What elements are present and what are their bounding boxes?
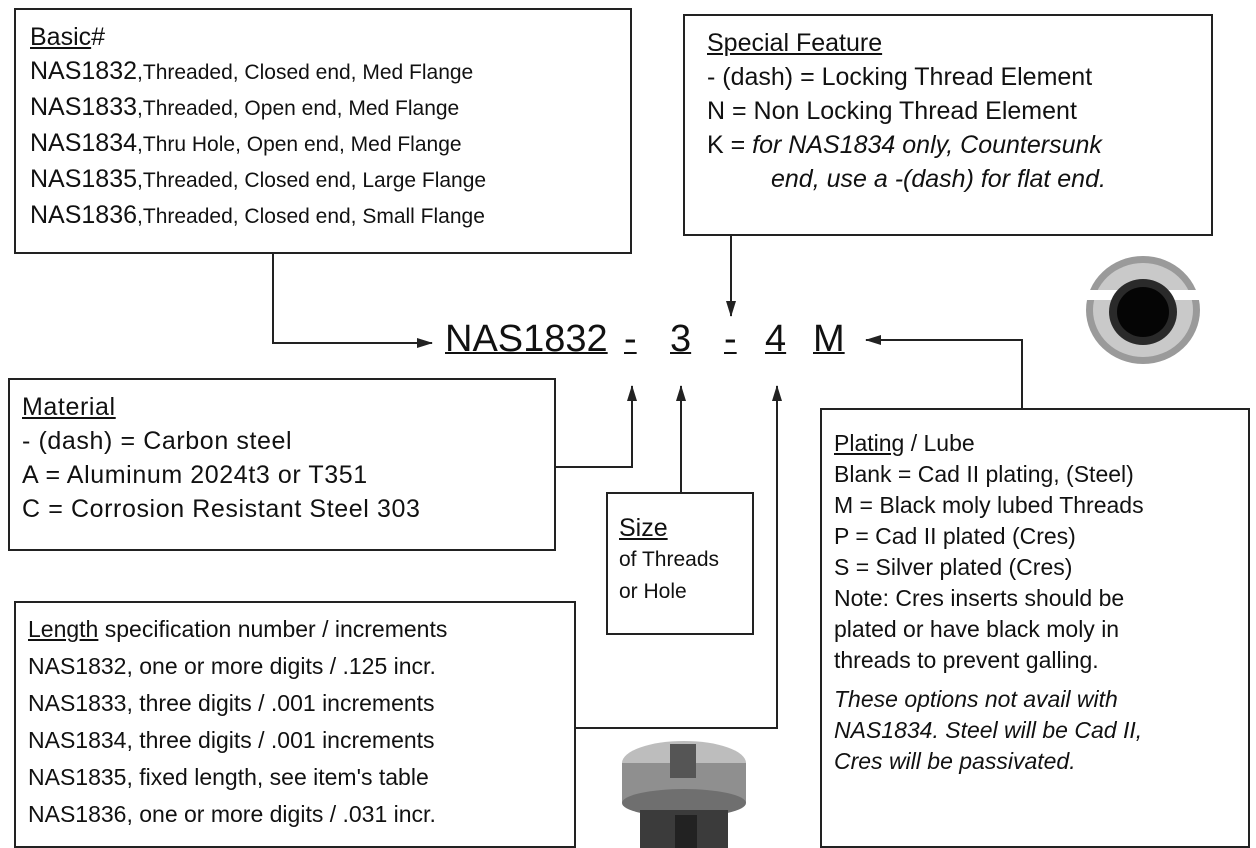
basic-item-desc: ,Thru Hole, Open end, Med Flange bbox=[137, 133, 462, 156]
code-size: 3 bbox=[670, 318, 692, 360]
material-title: Material bbox=[22, 393, 116, 421]
arrow-material bbox=[556, 385, 637, 468]
basic-item-code: NAS1832 bbox=[30, 57, 138, 85]
plating-title-rest: / Lube bbox=[904, 430, 975, 456]
basic-item-code: NAS1834 bbox=[30, 129, 138, 157]
plating-line: plated or have black moly in bbox=[834, 616, 1120, 642]
material-box: Material - (dash) = Carbon steel A = Alu… bbox=[8, 378, 556, 551]
basic-item: NAS1832,Threaded, Closed end, Med Flange bbox=[30, 54, 630, 90]
code-plating: M bbox=[813, 318, 845, 360]
plating-line: S = Silver plated (Cres) bbox=[834, 554, 1073, 580]
basic-item: NAS1836,Threaded, Closed end, Small Flan… bbox=[30, 198, 630, 234]
plating-note: NAS1834. Steel will be Cad II, bbox=[834, 717, 1143, 743]
material-line: A = Aluminum 2024t3 or T351 bbox=[22, 461, 368, 489]
plating-box: Plating / Lube Blank = Cad II plating, (… bbox=[820, 408, 1250, 848]
basic-title-suffix: # bbox=[91, 23, 106, 51]
code-base: NAS1832 bbox=[445, 318, 608, 360]
basic-title: Basic# bbox=[30, 20, 630, 54]
insert-top-photo bbox=[1086, 256, 1200, 364]
size-line: or Hole bbox=[619, 580, 687, 603]
basic-box: Basic# NAS1832,Threaded, Closed end, Med… bbox=[14, 8, 632, 254]
special-k-text-cont: end, use a -(dash) for flat end. bbox=[771, 165, 1106, 193]
plating-title-label: Plating bbox=[834, 430, 905, 456]
special-k-line: K = for NAS1834 only, Countersunk bbox=[707, 128, 1211, 162]
arrow-length bbox=[576, 385, 782, 729]
size-title: Size bbox=[619, 514, 668, 542]
basic-item-code: NAS1833 bbox=[30, 93, 138, 121]
basic-item-desc: ,Threaded, Closed end, Med Flange bbox=[137, 61, 474, 84]
basic-item-desc: ,Threaded, Open end, Med Flange bbox=[137, 97, 460, 120]
length-title: Length specification number / increments bbox=[28, 611, 574, 648]
basic-item-desc: ,Threaded, Closed end, Large Flange bbox=[137, 169, 487, 192]
plating-note: These options not avail with bbox=[834, 686, 1118, 712]
special-line: - (dash) = Locking Thread Element bbox=[707, 63, 1093, 91]
insert-side-photo bbox=[622, 741, 746, 848]
plating-line: Note: Cres inserts should be bbox=[834, 585, 1125, 611]
length-line: NAS1836, one or more digits / .031 incr. bbox=[28, 801, 436, 827]
special-k-text: for NAS1834 only, Countersunk bbox=[752, 131, 1102, 159]
special-k-prefix: K = bbox=[707, 131, 753, 159]
plating-note: Cres will be passivated. bbox=[834, 748, 1076, 774]
basic-item: NAS1835,Threaded, Closed end, Large Flan… bbox=[30, 162, 630, 198]
length-line: NAS1833, three digits / .001 increments bbox=[28, 690, 435, 716]
basic-item-code: NAS1835 bbox=[30, 165, 138, 193]
size-line: of Threads bbox=[619, 548, 720, 571]
arrow-plating bbox=[865, 335, 1023, 408]
special-title: Special Feature bbox=[707, 29, 883, 57]
basic-title-label: Basic bbox=[30, 23, 92, 51]
basic-item: NAS1833,Threaded, Open end, Med Flange bbox=[30, 90, 630, 126]
material-line: - (dash) = Carbon steel bbox=[22, 427, 293, 455]
length-line: NAS1835, fixed length, see item's table bbox=[28, 764, 429, 790]
plating-line: P = Cad II plated (Cres) bbox=[834, 523, 1076, 549]
code-material-dash: - bbox=[624, 318, 637, 360]
length-line: NAS1834, three digits / .001 increments bbox=[28, 727, 435, 753]
plating-line: M = Black moly lubed Threads bbox=[834, 492, 1144, 518]
plating-line: Blank = Cad II plating, (Steel) bbox=[834, 461, 1134, 487]
plating-title: Plating / Lube bbox=[834, 428, 1248, 459]
length-title-label: Length bbox=[28, 616, 99, 642]
basic-item-code: NAS1836 bbox=[30, 201, 138, 229]
code-feature-dash: - bbox=[724, 318, 737, 360]
basic-item: NAS1834,Thru Hole, Open end, Med Flange bbox=[30, 126, 630, 162]
basic-item-desc: ,Threaded, Closed end, Small Flange bbox=[137, 205, 485, 228]
material-line: C = Corrosion Resistant Steel 303 bbox=[22, 495, 421, 523]
special-line: N = Non Locking Thread Element bbox=[707, 97, 1077, 125]
length-line: NAS1832, one or more digits / .125 incr. bbox=[28, 653, 436, 679]
length-title-rest: specification number / increments bbox=[98, 616, 448, 642]
code-length: 4 bbox=[765, 318, 787, 360]
size-box: Size of Threads or Hole bbox=[606, 492, 754, 635]
length-box: Length specification number / increments… bbox=[14, 601, 576, 848]
special-feature-box: Special Feature - (dash) = Locking Threa… bbox=[683, 14, 1213, 236]
arrow-basic bbox=[272, 254, 433, 348]
plating-line: threads to prevent galling. bbox=[834, 647, 1099, 673]
